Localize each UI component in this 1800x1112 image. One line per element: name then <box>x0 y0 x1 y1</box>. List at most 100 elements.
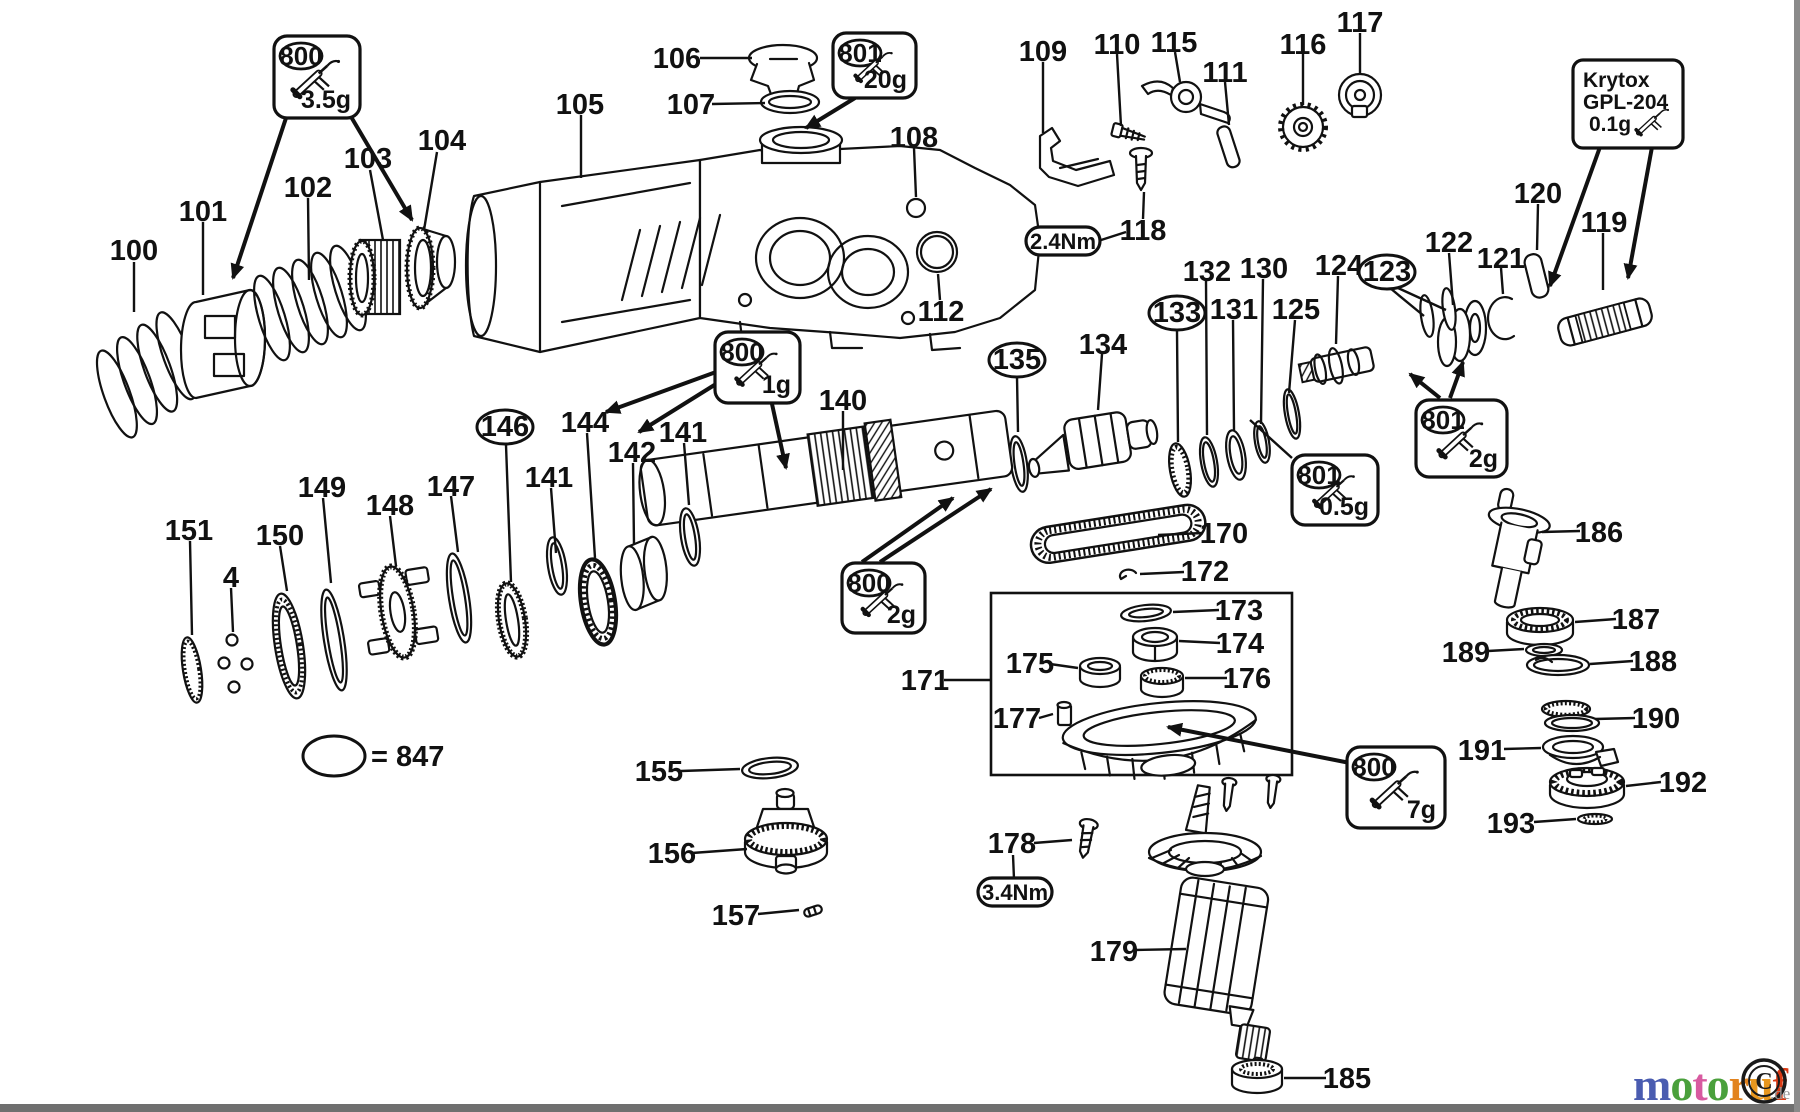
part-label-109: 109 <box>1019 36 1067 68</box>
torque-label: 2.4Nm <box>1030 229 1096 254</box>
part-motor-screws <box>1221 773 1282 813</box>
part-label-179: 179 <box>1090 936 1138 968</box>
part-label-133: 133 <box>1153 297 1201 329</box>
part-label-105: 105 <box>556 89 604 121</box>
grease-id-oval <box>278 41 324 71</box>
part-ring-147 <box>445 552 473 644</box>
grease-arrows <box>230 96 1654 765</box>
part-seal-133 <box>1167 442 1193 498</box>
part-lever-115 <box>1140 80 1231 125</box>
part-label-104: 104 <box>418 125 466 157</box>
part-label-157: 157 <box>712 900 760 932</box>
grease-amount-label: 1g <box>762 371 791 399</box>
part-label-193: 193 <box>1487 808 1535 840</box>
part-label-131: 131 <box>1210 294 1258 326</box>
part-screw-118 <box>1128 146 1154 192</box>
part-ring-149 <box>320 588 348 692</box>
grease-id-label: 800 <box>720 337 763 367</box>
grease-id-oval <box>1296 460 1342 490</box>
part-ring-141a <box>545 536 569 596</box>
part-label-115: 115 <box>1151 27 1198 59</box>
part-ring-151 <box>180 636 204 704</box>
part-label-134: 134 <box>1079 329 1127 361</box>
krytox-box <box>1571 58 1685 150</box>
part-bearing-174 <box>1131 626 1179 663</box>
part-label-191: 191 <box>1458 735 1506 767</box>
part-washer-189 <box>1524 642 1564 658</box>
grease-id-label: 800 <box>1352 752 1395 782</box>
part-ring-131 <box>1225 429 1247 481</box>
part-cylinder-101 <box>179 288 267 400</box>
part-label-112: 112 <box>918 296 965 328</box>
grease-amount-label: 7g <box>1407 796 1436 824</box>
part-clip-172 <box>1118 568 1138 581</box>
part-label-177: 177 <box>993 703 1041 735</box>
part-shaft-119 <box>1557 297 1653 347</box>
part-label-132: 132 <box>1183 256 1231 288</box>
part-label-125: 125 <box>1272 294 1320 326</box>
part-label-oval-135 <box>987 341 1047 379</box>
part-label-144: 144 <box>561 407 609 439</box>
torque-pill <box>976 876 1054 908</box>
part-striker-134 <box>1027 411 1159 478</box>
part-ring-141b <box>678 507 702 567</box>
part-label-189: 189 <box>1442 637 1490 669</box>
part-baffle-plate <box>1061 700 1258 781</box>
right-border <box>1794 0 1800 1112</box>
part-gear-156 <box>743 787 829 875</box>
part-label-192: 192 <box>1659 767 1707 799</box>
part-oring-112 <box>915 230 959 274</box>
part-label-117: 117 <box>1337 7 1384 39</box>
part-label-188: 188 <box>1629 646 1677 678</box>
part-hub-148 <box>357 563 440 661</box>
part-pin-157 <box>803 904 823 918</box>
grease-id-label: 801 <box>1297 460 1340 490</box>
part-label-141: 141 <box>659 417 707 449</box>
grease-id-label: 801 <box>1421 405 1464 435</box>
grease-amount-label: 2g <box>887 601 916 629</box>
part-label-102: 102 <box>284 172 332 204</box>
part-label-147: 147 <box>427 471 475 503</box>
part-bearing-175 <box>1078 656 1122 689</box>
krytox-line-1: Krytox <box>1583 69 1650 92</box>
part-label-108: 108 <box>890 122 938 154</box>
watermark-c-mark: C <box>1755 1069 1772 1095</box>
part-belt-170 <box>1029 503 1207 565</box>
part-clip-121 <box>1486 296 1516 341</box>
part-label-119: 119 <box>1581 207 1628 239</box>
part-label-170: 170 <box>1200 518 1248 550</box>
part-label-140: 140 <box>819 385 867 417</box>
part-label-110: 110 <box>1094 29 1141 61</box>
part-label-146: 146 <box>481 411 529 443</box>
grease-amount-label: 20g <box>864 66 907 94</box>
grease-id-oval <box>1420 405 1466 435</box>
part-ring-125 <box>1282 388 1302 440</box>
part-label-101: 101 <box>179 196 227 228</box>
part-pin-177 <box>1056 700 1073 727</box>
part-label-107: 107 <box>667 89 715 121</box>
part-seal-107 <box>759 89 821 115</box>
part-ring-132 <box>1198 436 1220 488</box>
part-ball-108 <box>905 197 927 219</box>
kit-oval <box>301 734 367 778</box>
part-label-141: 141 <box>525 462 573 494</box>
part-washer-193 <box>1576 812 1614 826</box>
part-spring-102 <box>253 244 367 362</box>
part-screw-110 <box>1110 122 1146 142</box>
leader-lines <box>132 33 1662 1080</box>
krytox-line-3: 0.1g <box>1589 113 1631 136</box>
watermark-circle-inner <box>1748 1065 1780 1097</box>
part-bearings-190 <box>1540 699 1601 733</box>
part-spindle-124 <box>1297 346 1375 385</box>
grease-amount-label: 0.5g <box>1319 493 1369 521</box>
part-label-121: 121 <box>1477 243 1525 275</box>
part-bearing-185 <box>1230 1058 1284 1095</box>
grease-callout-801-0.5g: 801 0.5g <box>1290 453 1380 527</box>
part-label-124: 124 <box>1315 250 1363 282</box>
